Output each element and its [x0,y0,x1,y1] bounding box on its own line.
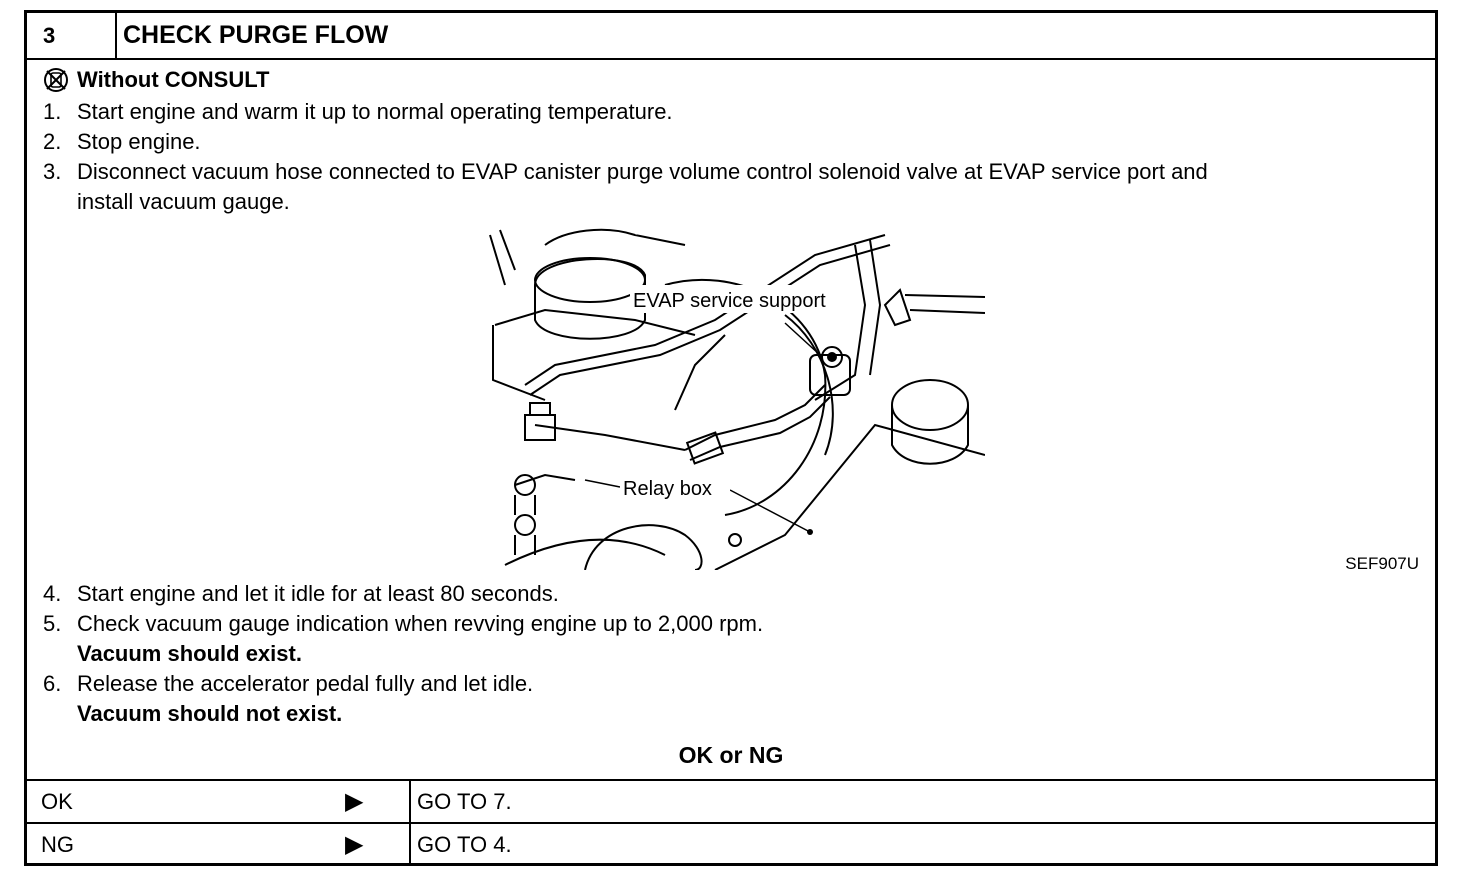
step-header: 3 CHECK PURGE FLOW [27,13,1435,60]
result-action-link[interactable]: GO TO 7. [409,781,1435,822]
no-consult-icon [44,68,68,92]
step-number: 3 [27,13,117,58]
figure-code: SEF907U [1345,554,1419,573]
procedure-table: 3 CHECK PURGE FLOW Without CONSULT 1. St… [24,10,1438,866]
engine-bay-illustration: EVAP service support Relay box [489,228,985,570]
step-title: CHECK PURGE FLOW [123,21,389,49]
result-row-ng: NG ▶ GO TO 4. [27,822,1435,865]
relay-box-label: Relay box [623,478,712,500]
method-subtitle: Without CONSULT [43,67,269,93]
result-row-ok: OK ▶ GO TO 7. [27,779,1435,822]
evap-service-support-label: EVAP service support [633,290,826,312]
result-label: NG [41,832,74,857]
ok-ng-heading: OK or NG [678,742,784,768]
result-label: OK [41,789,73,814]
arrow-right-icon: ▶ [345,788,364,815]
result-action-link[interactable]: GO TO 4. [409,824,1435,865]
subtitle-text: Without CONSULT [77,67,270,92]
arrow-right-icon: ▶ [345,831,364,858]
